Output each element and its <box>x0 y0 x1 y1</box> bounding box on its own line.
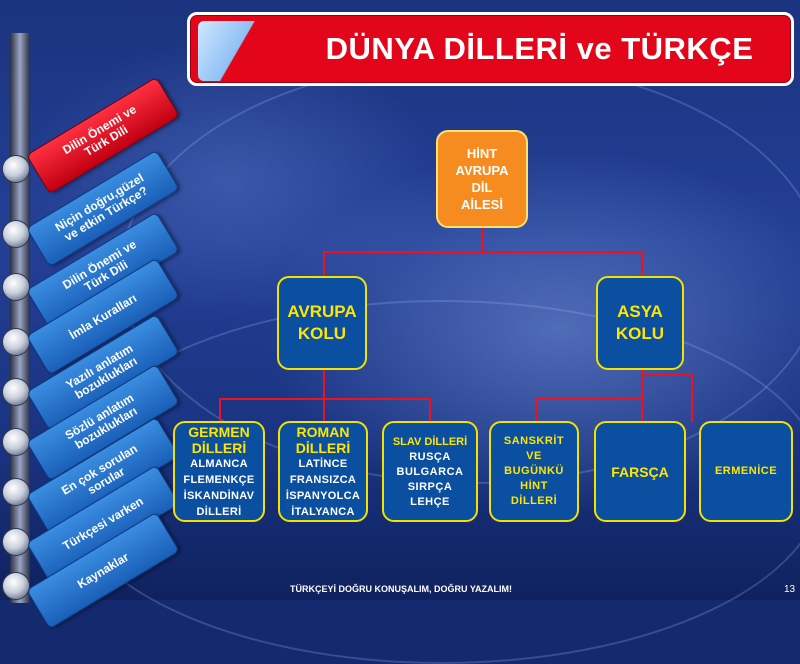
node-item: DİLLERİ <box>196 505 242 518</box>
page-number: 13 <box>784 584 796 595</box>
node-slav: SLAV DİLLERİ RUSÇA BULGARCA SIRPÇA LEHÇE <box>382 421 478 522</box>
node-item: BULGARCA <box>396 465 464 478</box>
node-text: HİNT <box>466 146 498 161</box>
node-item: İSPANYOLCA <box>285 489 361 502</box>
node-heading: ERMENİCE <box>714 465 778 477</box>
left-rail <box>10 33 30 603</box>
rail-knob-icon <box>2 572 30 600</box>
node-asya-kolu: ASYA KOLU <box>596 276 684 370</box>
node-roman: ROMAN DİLLERİ LATİNCE FRANSIZCA İSPANYOL… <box>278 421 368 522</box>
title-banner: DÜNYA DİLLERİ ve TÜRKÇE <box>187 12 794 86</box>
node-item: İTALYANCA <box>291 505 355 518</box>
rail-knob-icon <box>2 528 30 556</box>
node-text: KOLU <box>615 324 665 343</box>
connector-line <box>641 374 693 376</box>
node-ermenice: ERMENİCE <box>699 421 793 522</box>
rail-knob-icon <box>2 328 30 356</box>
node-item: RUSÇA <box>409 450 451 463</box>
connector-line <box>641 370 643 400</box>
connector-line <box>429 398 431 422</box>
node-item: ALMANCA <box>190 457 248 470</box>
connector-line <box>641 398 643 422</box>
rail-knob-icon <box>2 220 30 248</box>
node-text: AVRUPA <box>455 163 509 178</box>
node-sanskrit: SANSKRİT VE BUGÜNKÜ HİNT DİLLERİ <box>489 421 579 522</box>
rail-knob-icon <box>2 428 30 456</box>
page-title: DÜNYA DİLLERİ ve TÜRKÇE <box>325 31 754 66</box>
node-item: FRANSIZCA <box>289 473 357 486</box>
node-item: FLEMENKÇE <box>183 473 255 486</box>
connector-line <box>219 398 221 422</box>
node-text: AVRUPA <box>287 302 357 321</box>
node-hint-avrupa: HİNT AVRUPA DİL AİLESİ <box>436 130 528 228</box>
node-text: AİLESİ <box>461 197 503 212</box>
node-text: DİL <box>471 180 493 195</box>
connector-line <box>323 251 325 278</box>
node-heading: DİLLERİ <box>191 439 247 456</box>
node-item: İSKANDİNAV <box>183 489 255 502</box>
node-heading: SLAV DİLLERİ <box>392 435 468 448</box>
footer-slogan: TÜRKÇEYİ DOĞRU KONUŞALIM, DOĞRU YAZALIM! <box>290 584 513 594</box>
rail-knob-icon <box>2 378 30 406</box>
node-item: SIRPÇA <box>407 480 453 493</box>
connector-line <box>481 228 483 252</box>
connector-line <box>219 398 431 400</box>
connector-line <box>641 251 643 278</box>
rail-knob-icon <box>2 273 30 301</box>
rail-knob-icon <box>2 478 30 506</box>
connector-line <box>323 370 325 400</box>
node-heading: GERMEN <box>188 423 250 440</box>
node-text: ASYA <box>617 302 663 321</box>
node-text: BUGÜNKÜ <box>504 465 564 477</box>
node-text: DİLLERİ <box>510 495 558 507</box>
node-text: VE <box>526 450 542 462</box>
node-item: LATİNCE <box>298 457 348 470</box>
rail-knob-icon <box>2 155 30 183</box>
node-heading: DİLLERİ <box>295 439 351 456</box>
node-germen: GERMEN DİLLERİ ALMANCA FLEMENKÇE İSKANDİ… <box>173 421 265 522</box>
connector-line <box>691 374 693 422</box>
node-farsca: FARSÇA <box>594 421 686 522</box>
node-heading: FARSÇA <box>611 463 669 480</box>
connector-line <box>535 398 643 400</box>
node-item: LEHÇE <box>410 495 450 508</box>
connector-line <box>535 398 537 422</box>
title-gloss-decoration <box>198 21 288 81</box>
node-text: HİNT <box>520 480 548 492</box>
connector-line <box>323 251 643 253</box>
node-text: KOLU <box>297 324 347 343</box>
node-heading: ROMAN <box>296 423 350 440</box>
node-avrupa-kolu: AVRUPA KOLU <box>277 276 367 370</box>
node-text: SANSKRİT <box>503 435 565 447</box>
connector-line <box>323 398 325 422</box>
